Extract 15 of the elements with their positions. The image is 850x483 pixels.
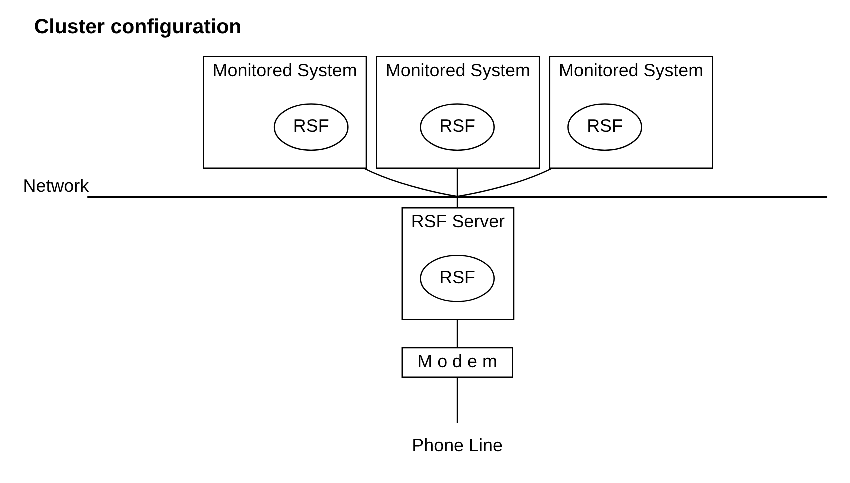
node-ellipse: RSF (420, 254, 494, 302)
connector (456, 378, 458, 424)
node-text: Phone Line (412, 435, 502, 456)
diagram-title: Cluster configuration (34, 16, 242, 39)
connector (456, 198, 458, 208)
node-bar (87, 196, 827, 199)
node-ellipse: RSF (273, 104, 348, 152)
connector (456, 168, 458, 197)
node-box: M o d e m (401, 347, 513, 378)
connector (457, 168, 552, 198)
node-ellipse: RSF (567, 104, 642, 152)
connector (456, 320, 458, 348)
node-label: Network (22, 176, 89, 196)
connector (363, 168, 458, 198)
node-ellipse: RSF (420, 104, 494, 152)
